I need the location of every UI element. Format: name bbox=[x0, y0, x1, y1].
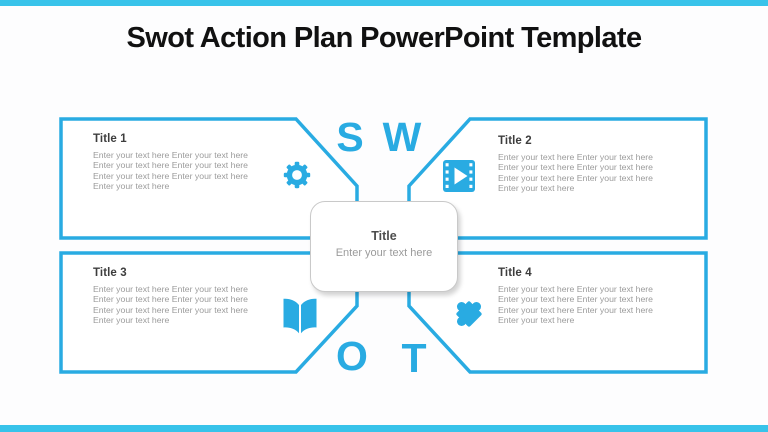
letter-w: W bbox=[382, 114, 422, 160]
quadrant-2-title[interactable]: Title 2 bbox=[498, 135, 532, 147]
placeholder-text[interactable]: Enter your text here Enter your text her… bbox=[498, 284, 654, 294]
placeholder-text[interactable]: Enter your text here Enter your text her… bbox=[93, 304, 249, 315]
placeholder-text[interactable]: Enter your text here Enter your text her… bbox=[498, 304, 654, 315]
quadrant-1-title[interactable]: Title 1 bbox=[93, 133, 127, 145]
placeholder-text[interactable]: Enter your text here Enter your text her… bbox=[498, 294, 654, 305]
placeholder-text[interactable]: Enter your text here Enter your text her… bbox=[93, 160, 249, 171]
placeholder-text[interactable]: Enter your text here Enter your text her… bbox=[498, 172, 654, 183]
placeholder-text[interactable]: Enter your text here bbox=[93, 315, 170, 326]
film-icon bbox=[443, 160, 475, 192]
letter-s: S bbox=[336, 114, 364, 160]
quadrant-3-text[interactable]: Title 3 Enter your text here Enter your … bbox=[93, 267, 278, 326]
book-icon bbox=[283, 298, 317, 334]
top-accent-bar bbox=[0, 0, 768, 6]
quadrant-2-text[interactable]: Title 2 Enter your text here Enter your … bbox=[498, 135, 683, 194]
quadrant-1-text[interactable]: Title 1 Enter your text here Enter your … bbox=[93, 133, 278, 192]
center-card[interactable]: Title Enter your text here bbox=[310, 201, 458, 292]
letter-t: T bbox=[401, 335, 427, 381]
placeholder-text[interactable]: Enter your text here Enter your text her… bbox=[498, 162, 654, 173]
quadrant-4-text[interactable]: Title 4 Enter your text here Enter your … bbox=[498, 267, 683, 326]
puzzle-icon bbox=[456, 301, 482, 327]
quadrant-box-3[interactable] bbox=[59, 251, 359, 374]
quadrant-4-title[interactable]: Title 4 bbox=[498, 267, 532, 279]
placeholder-text[interactable]: Enter your text here bbox=[93, 181, 170, 192]
center-card-title[interactable]: Title bbox=[371, 229, 397, 243]
placeholder-text[interactable]: Enter your text here Enter your text her… bbox=[93, 150, 249, 160]
quadrant-box-2[interactable] bbox=[407, 117, 708, 240]
gear-icon bbox=[283, 161, 311, 189]
placeholder-text[interactable]: Enter your text here Enter your text her… bbox=[93, 294, 249, 305]
quadrant-box-4[interactable] bbox=[407, 251, 708, 374]
placeholder-text[interactable]: Enter your text here bbox=[498, 183, 575, 194]
bottom-accent-bar bbox=[0, 425, 768, 432]
quadrant-3-title[interactable]: Title 3 bbox=[93, 267, 127, 279]
placeholder-text[interactable]: Enter your text here Enter your text her… bbox=[93, 170, 249, 181]
placeholder-text[interactable]: Enter your text here Enter your text her… bbox=[93, 284, 249, 294]
center-card-subtitle[interactable]: Enter your text here bbox=[335, 247, 433, 259]
page-title: Swot Action Plan PowerPoint Template bbox=[126, 22, 643, 54]
letter-o: O bbox=[336, 333, 368, 379]
placeholder-text[interactable]: Enter your text here bbox=[498, 315, 575, 326]
placeholder-text[interactable]: Enter your text here Enter your text her… bbox=[498, 152, 654, 162]
